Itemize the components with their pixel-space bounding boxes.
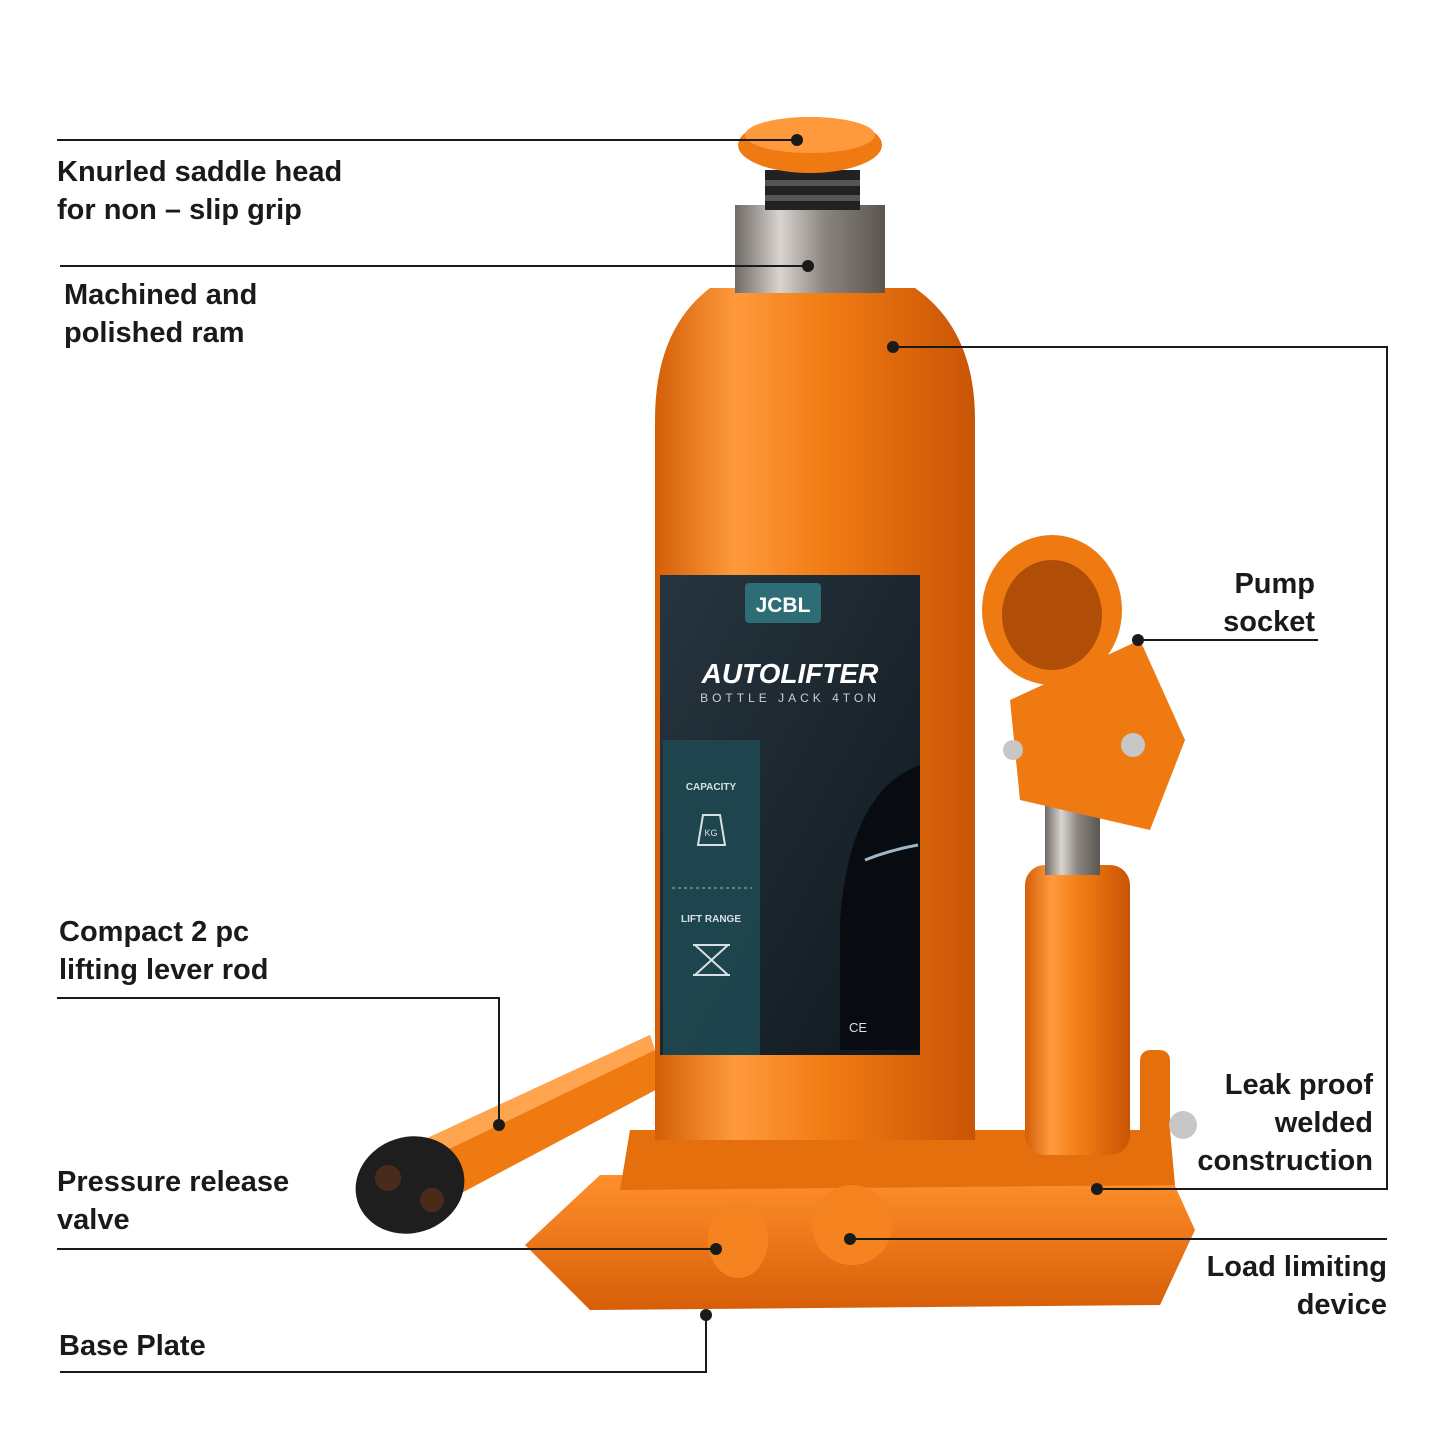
callout-ram-line2: polished ram [64,317,245,349]
callout-weld-line2: welded [1274,1107,1373,1139]
product-label: JCBL AUTOLIFTER BOTTLE JACK 4TON CAPACIT… [660,575,920,1055]
label-subtitle: BOTTLE JACK 4TON [700,691,880,705]
saddle-head [738,117,882,173]
callout-pressure-valve: Pressure release valve [57,1163,289,1239]
callout-ram-line1: Machined and [64,279,258,311]
callout-base-plate: Base Plate [59,1327,206,1365]
lift-icon [693,944,730,976]
label-lift-heading: LIFT RANGE [681,914,741,925]
callout-valve-line2: valve [57,1204,130,1236]
label-capacity-icon-text: KG [704,828,717,838]
pump-assembly [982,535,1197,1165]
callout-load-limiting: Load limiting device [1207,1248,1387,1324]
valves [708,1185,892,1278]
callout-pump-socket: Pump socket [1223,565,1315,641]
weight-icon [696,814,727,846]
callout-lever-rod: Compact 2 pc lifting lever rod [59,913,268,989]
car-graphic [840,765,920,1050]
label-cert-marks: CE [849,1020,867,1035]
callout-saddle-head: Knurled saddle head for non – slip grip [57,153,342,229]
callout-load-line1: Load limiting [1206,1251,1387,1283]
callout-weld-line1: Leak proof [1224,1069,1373,1101]
callout-load-line2: device [1296,1289,1387,1321]
callout-ram: Machined and polished ram [64,276,257,352]
label-capacity-heading: CAPACITY [686,782,737,793]
leader-lever [57,997,500,1125]
label-brand: JCBL [756,594,811,617]
callout-saddle-line1: Knurled saddle head [57,156,343,188]
callout-saddle-line2: for non – slip grip [57,194,302,226]
callout-base-line1: Base Plate [59,1330,206,1362]
callout-lever-line2: lifting lever rod [59,954,269,986]
callout-pump-line1: Pump [1234,568,1315,600]
callout-lever-line1: Compact 2 pc [59,916,250,948]
label-title: AUTOLIFTER [701,658,880,689]
leader-base [60,1315,707,1373]
ram [735,170,885,293]
leader-body [893,346,1388,1190]
callout-weld-line3: construction [1197,1145,1373,1177]
lever-rod [355,1035,665,1234]
leader-dots [493,134,1144,1321]
callout-pump-line2: socket [1223,606,1315,638]
leader-lines [57,139,1388,1373]
callout-welded-construction: Leak proof welded construction [1197,1066,1373,1180]
callout-valve-line1: Pressure release [57,1166,290,1198]
